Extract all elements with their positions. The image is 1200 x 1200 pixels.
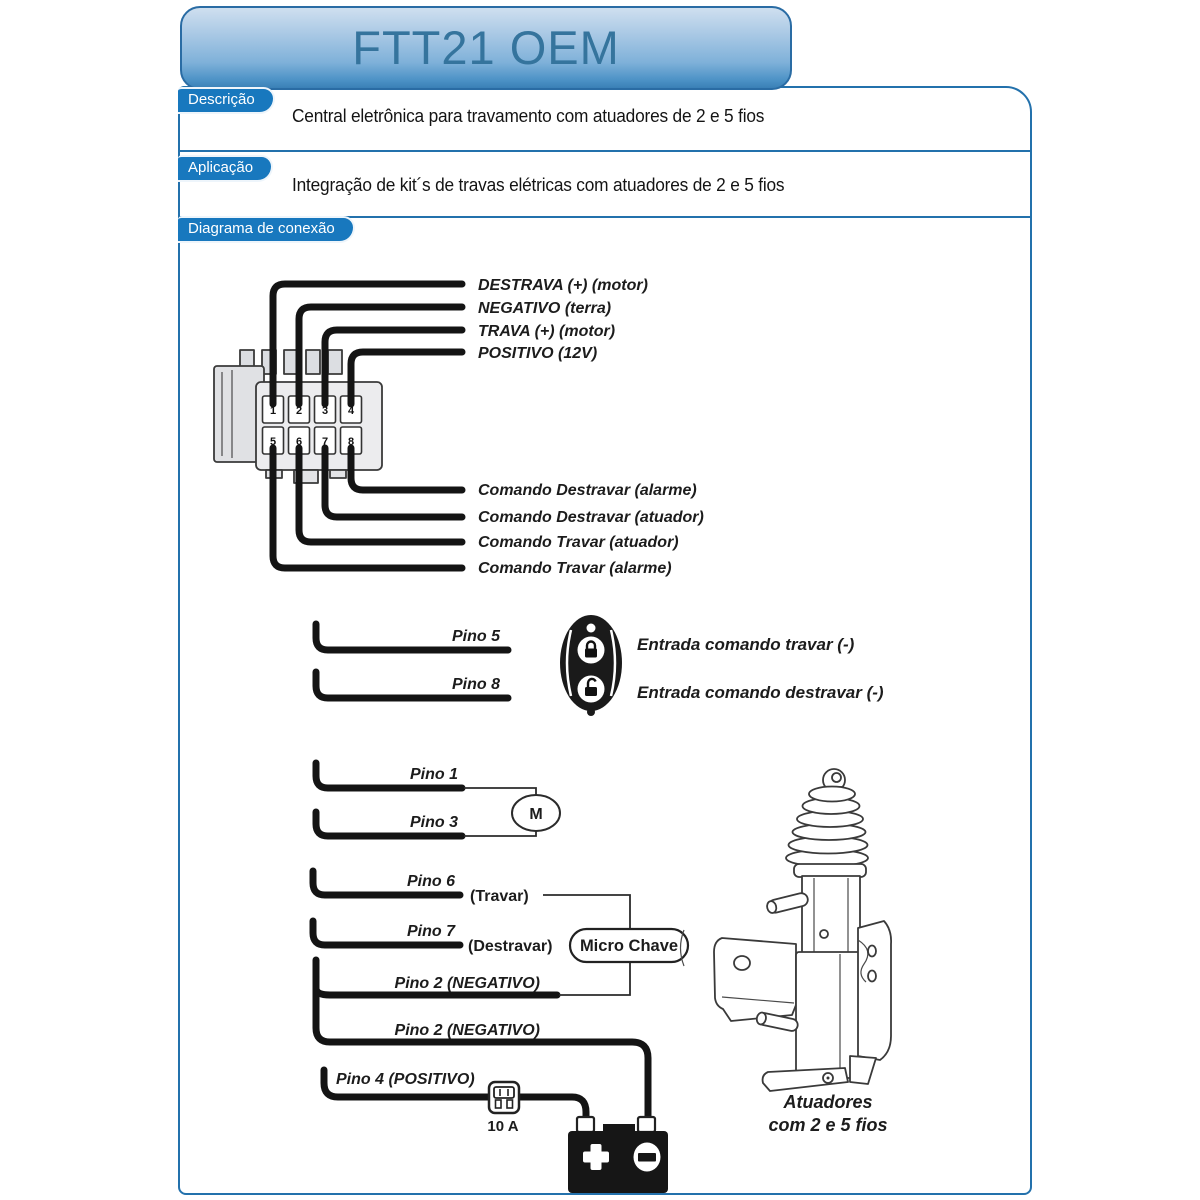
actuator-illustration: Atuadores com 2 e 5 fios	[679, 768, 893, 1135]
micro-chave-label: Micro Chave	[580, 937, 678, 955]
battery-plus-symbol	[583, 1144, 609, 1170]
lock-closed-icon	[577, 636, 605, 664]
label-pino7-action: (Destravar)	[468, 938, 552, 955]
wire-label-positivo: POSITIVO (12V)	[478, 345, 597, 362]
remote-key-icon	[560, 615, 622, 716]
actuators-caption-line2: com 2 e 5 fios	[768, 1115, 887, 1135]
descricao-text: Central eletrônica para travamento com a…	[292, 106, 765, 126]
pin-number-8: 8	[348, 436, 354, 448]
label-pino1: Pino 1	[410, 766, 458, 783]
battery-icon	[568, 1115, 668, 1193]
label-entrada-travar: Entrada comando travar (-)	[637, 635, 855, 654]
product-header: FTT21 OEM	[180, 6, 792, 90]
label-pino2-lower: Pino 2 (NEGATIVO)	[395, 1022, 540, 1039]
lock-open-icon	[577, 675, 605, 703]
pin-number-1: 1	[270, 405, 276, 417]
pin-number-7: 7	[322, 436, 328, 448]
label-entrada-destravar: Entrada comando destravar (-)	[637, 683, 884, 702]
label-pino3: Pino 3	[410, 814, 458, 831]
motor-symbol: M	[511, 794, 561, 832]
label-pino8: Pino 8	[452, 676, 500, 693]
actuator-rod-lower	[755, 1011, 799, 1032]
section-divider-2	[178, 216, 1032, 218]
label-pino7: Pino 7	[407, 923, 456, 940]
wire-label-cmd-destravar-atuador: Comando Destravar (atuador)	[478, 509, 704, 526]
motor-letter: M	[529, 806, 542, 823]
battery-minus-symbol	[633, 1142, 661, 1172]
label-pino5: Pino 5	[452, 628, 501, 645]
connection-diagram: 1 2 3 4 5 6 7 8 DESTRAVA (+) (motor) NEG…	[213, 277, 893, 1193]
top-wires: DESTRAVA (+) (motor) NEGATIVO (terra) TR…	[269, 277, 648, 408]
pin-number-5: 5	[270, 436, 276, 448]
fuse-icon	[487, 1080, 521, 1115]
wire-label-cmd-travar-atuador: Comando Travar (atuador)	[478, 534, 679, 551]
tab-descricao: Descrição	[178, 87, 275, 114]
aplicacao-text: Integração de kit´s de travas elétricas …	[292, 175, 785, 195]
fuse-rating-label: 10 A	[487, 1118, 518, 1135]
actuators-caption-line1: Atuadores	[782, 1092, 872, 1112]
micro-switch-section: Pino 6 (Travar) Pino 7 (Destravar) Pino …	[309, 867, 690, 1126]
wire-label-destrava: DESTRAVA (+) (motor)	[478, 277, 648, 294]
pin-number-4: 4	[348, 405, 355, 417]
motor-section: Pino 1 Pino 3 M	[312, 759, 561, 840]
label-pino2-upper: Pino 2 (NEGATIVO)	[395, 975, 540, 992]
label-pino4: Pino 4 (POSITIVO)	[336, 1071, 475, 1088]
tab-diagrama: Diagrama de conexão	[178, 216, 355, 243]
pin-number-6: 6	[296, 436, 302, 448]
pin-number-2: 2	[296, 405, 302, 417]
remote-section: Pino 5 Pino 8 Entrada coman	[312, 615, 884, 716]
wire-label-negativo: NEGATIVO (terra)	[478, 300, 611, 317]
micro-chave-box: Micro Chave	[568, 927, 690, 964]
wire-label-cmd-travar-alarme: Comando Travar (alarme)	[478, 560, 672, 577]
product-title: FTT21 OEM	[352, 21, 620, 74]
wire-label-cmd-destravar-alarme: Comando Destravar (alarme)	[478, 482, 697, 499]
tab-aplicacao: Aplicação	[178, 155, 274, 182]
power-section: Pino 2 (NEGATIVO) Pino 4 (POSITIVO) 10 A	[320, 1022, 668, 1193]
command-wires: Comando Destravar (alarme) Comando Destr…	[269, 444, 704, 577]
label-pino6-action: (Travar)	[470, 888, 529, 905]
pin-number-3: 3	[322, 405, 328, 417]
wire-label-trava: TRAVA (+) (motor)	[478, 323, 615, 340]
label-pino6: Pino 6	[407, 873, 455, 890]
section-divider-1	[178, 150, 1032, 152]
actuator-rod-upper	[766, 892, 809, 914]
